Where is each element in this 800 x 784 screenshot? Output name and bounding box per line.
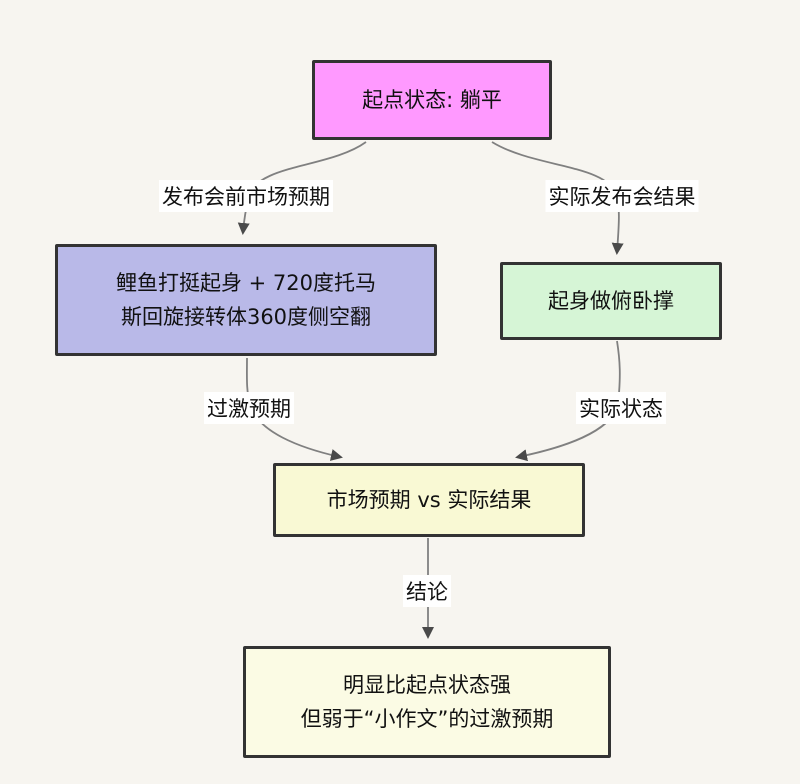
edge-label-conclusion: 结论	[403, 575, 451, 607]
edge-label-actual-state: 实际状态	[576, 392, 666, 424]
node-comparison: 市场预期 vs 实际结果	[273, 463, 585, 537]
node-comparison-label: 市场预期 vs 实际结果	[326, 487, 532, 512]
node-market-expectation-label: 鲤鱼打挺起身 + 720度托马 斯回旋接转体360度侧空翻	[115, 270, 377, 329]
node-market-expectation: 鲤鱼打挺起身 + 720度托马 斯回旋接转体360度侧空翻	[55, 244, 437, 356]
edge-label-overhyped-expectation: 过激预期	[204, 392, 294, 424]
node-conclusion-label: 明显比起点状态强 但弱于“小作文”的过激预期	[300, 672, 554, 731]
node-actual-result: 起身做俯卧撑	[500, 262, 722, 340]
node-start-state-label: 起点状态: 躺平	[362, 87, 502, 112]
node-start-state: 起点状态: 躺平	[312, 60, 552, 140]
node-conclusion: 明显比起点状态强 但弱于“小作文”的过激预期	[243, 646, 611, 758]
edge-label-event-result: 实际发布会结果	[545, 180, 699, 212]
edge-label-pre-event-expectation: 发布会前市场预期	[159, 180, 333, 212]
node-actual-result-label: 起身做俯卧撑	[548, 288, 674, 313]
